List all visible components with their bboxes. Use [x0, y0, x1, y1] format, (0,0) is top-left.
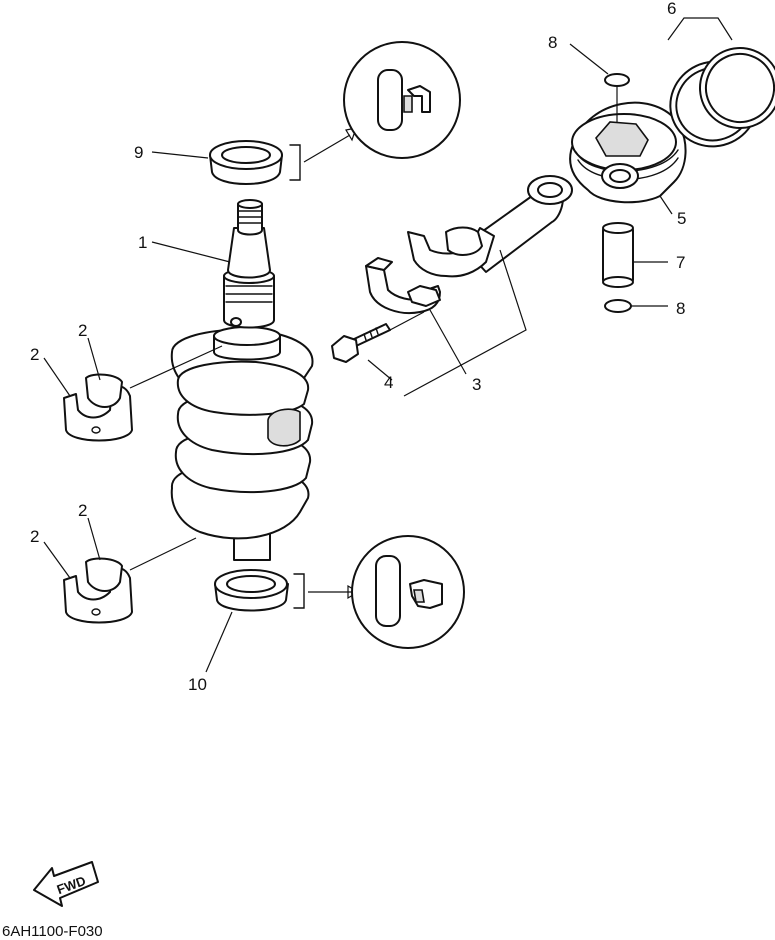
piston: [569, 101, 687, 215]
rod-bolt: [331, 311, 425, 381]
lower-bearing-pair: [63, 537, 197, 624]
upper-oil-seal: [209, 127, 357, 185]
callout-leaders: [43, 151, 233, 673]
callout-7: 7: [676, 253, 685, 272]
callout-10: 10: [188, 675, 207, 694]
callout-2: 2: [30, 527, 39, 546]
callout-2: 2: [30, 345, 39, 364]
diagram-code: 6AH1100-F030: [2, 923, 103, 940]
piston-rings: [667, 17, 775, 148]
crankshaft: [170, 199, 314, 561]
callout-2: 2: [78, 501, 87, 520]
lower-seal-detail-circle: [351, 535, 465, 649]
callout-6: 6: [667, 0, 676, 18]
upper-seal-detail-circle: [343, 41, 461, 159]
upper-pin-clip: [569, 43, 630, 122]
connecting-rod: [365, 175, 573, 397]
callout-8: 8: [676, 299, 685, 318]
callout-2: 2: [78, 321, 87, 340]
lower-oil-seal: [214, 569, 360, 612]
piston-pin: [602, 222, 668, 288]
upper-bearing-pair: [63, 345, 223, 442]
callout-9: 9: [134, 143, 143, 162]
callout-5: 5: [677, 209, 686, 228]
callout-1: 1: [138, 233, 147, 252]
callout-8: 8: [548, 33, 557, 52]
lower-pin-clip: [604, 299, 668, 313]
forward-arrow-icon: FWD: [33, 861, 99, 907]
callout-3: 3: [472, 375, 481, 394]
callout-4: 4: [384, 373, 393, 392]
